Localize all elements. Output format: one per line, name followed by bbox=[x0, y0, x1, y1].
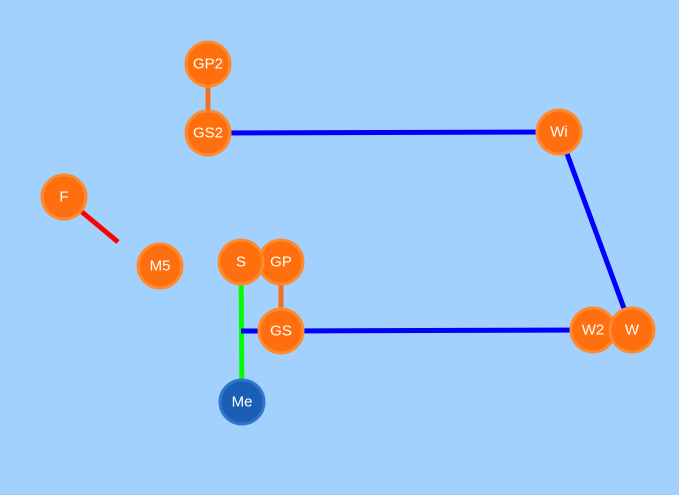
node-circle bbox=[136, 242, 184, 290]
node-f[interactable]: F bbox=[40, 173, 88, 221]
link-gs-w2 bbox=[280, 327, 594, 334]
node-circle bbox=[218, 378, 266, 426]
node-circle bbox=[184, 109, 232, 157]
node-label: GS bbox=[270, 323, 292, 340]
node-gp2[interactable]: GP2 bbox=[184, 40, 232, 88]
node-gp[interactable]: GP bbox=[257, 238, 305, 286]
node-s[interactable]: S bbox=[217, 238, 265, 286]
node-wi[interactable]: Wi bbox=[535, 108, 583, 156]
node-w2[interactable]: W2 bbox=[569, 306, 617, 354]
node-label: F bbox=[59, 189, 68, 206]
node-label: GP2 bbox=[193, 56, 223, 73]
node-label: Me bbox=[232, 394, 253, 411]
node-circle bbox=[608, 306, 656, 354]
node-label: GP bbox=[270, 254, 292, 271]
node-circle bbox=[184, 40, 232, 88]
node-me[interactable]: Me bbox=[218, 378, 266, 426]
node-circle bbox=[257, 307, 305, 355]
node-label: W bbox=[625, 322, 640, 339]
node-gs2[interactable]: GS2 bbox=[184, 109, 232, 157]
node-gs[interactable]: GS bbox=[257, 307, 305, 355]
node-label: M5 bbox=[150, 258, 171, 275]
node-m5[interactable]: M5 bbox=[136, 242, 184, 290]
node-label: W2 bbox=[582, 322, 605, 339]
node-circle bbox=[40, 173, 88, 221]
link-gs2-wi bbox=[207, 129, 560, 136]
node-label: GS2 bbox=[193, 125, 223, 142]
node-label: Wi bbox=[550, 124, 568, 141]
node-w[interactable]: W bbox=[608, 306, 656, 354]
node-circle bbox=[217, 238, 265, 286]
node-label: S bbox=[236, 254, 246, 271]
link-wi-w bbox=[556, 131, 635, 331]
node-circle bbox=[535, 108, 583, 156]
